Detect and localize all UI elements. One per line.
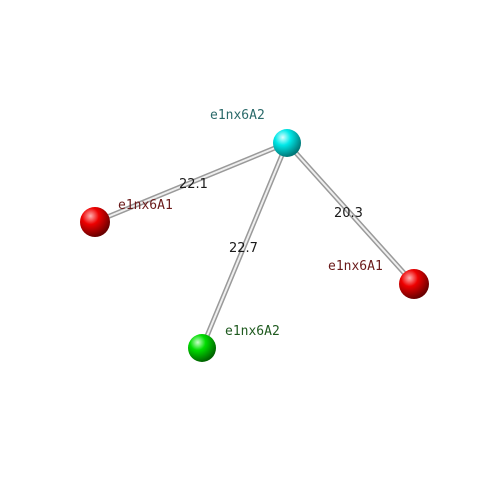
node-left-sphere[interactable] bbox=[80, 207, 110, 237]
node-bottom-label: e1nx6A2 bbox=[225, 324, 280, 339]
edge-center-left bbox=[92, 140, 290, 225]
node-left-label: e1nx6A1 bbox=[118, 198, 173, 213]
distance-label-center-bottom: 22.7 bbox=[229, 241, 258, 256]
distance-label-center-right: 20.3 bbox=[334, 206, 363, 221]
node-bottom-sphere[interactable] bbox=[188, 334, 216, 362]
distance-label-center-left: 22.1 bbox=[179, 177, 208, 192]
node-center-label: e1nx6A2 bbox=[210, 108, 265, 123]
edge-center-bottom bbox=[199, 140, 290, 351]
node-right-label: e1nx6A1 bbox=[328, 259, 383, 274]
node-right-sphere[interactable] bbox=[399, 269, 429, 299]
node-center-sphere[interactable] bbox=[273, 129, 301, 157]
edge-center-right bbox=[284, 140, 417, 287]
